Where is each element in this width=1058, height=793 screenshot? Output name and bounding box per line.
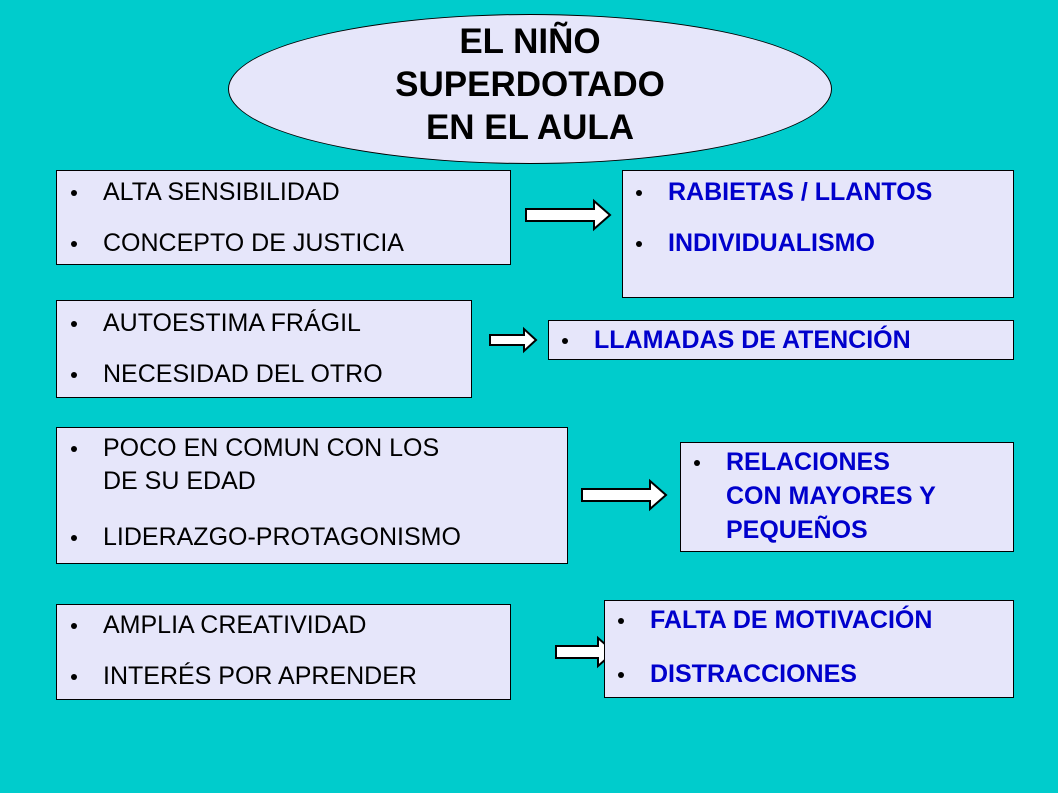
trait-text: NECESIDAD DEL OTRO [103,360,383,388]
result-box-4 [604,600,1014,698]
trait-text-line: DE SU EDAD [103,467,256,495]
trait-box-3 [56,427,568,564]
result-text: RABIETAS / LLANTOS [668,178,933,206]
trait-item: NECESIDAD DEL OTRO [71,360,383,389]
result-item: RELACIONES [694,448,890,477]
bullet-dot-icon [71,190,77,196]
bullet-dot-icon [636,241,642,247]
trait-text: AMPLIA CREATIVIDAD [103,611,367,639]
result-text: INDIVIDUALISMO [668,229,875,257]
result-text: LLAMADAS DE ATENCIÓN [594,326,911,354]
result-item: DISTRACCIONES [618,660,857,689]
result-item-continuation: CON MAYORES Y [726,482,936,511]
result-box-3 [680,442,1014,552]
trait-text-line: POCO EN COMUN CON LOS [103,434,440,462]
result-text: FALTA DE MOTIVACIÓN [650,606,933,634]
trait-item: CONCEPTO DE JUSTICIA [71,229,404,258]
result-item: INDIVIDUALISMO [636,229,875,258]
result-item: FALTA DE MOTIVACIÓN [618,606,933,635]
result-text: DISTRACCIONES [650,660,857,688]
bullet-dot-icon [636,190,642,196]
trait-box-2 [56,300,472,398]
title-ellipse [228,14,832,164]
title-line-1: EL NIÑO [459,22,601,61]
double-arrow-icon [581,478,668,512]
bullet-dot-icon [618,618,624,624]
bullet-dot-icon [71,446,77,452]
trait-text: LIDERAZGO-PROTAGONISMO [103,523,461,551]
trait-item-continuation: DE SU EDAD [103,467,256,496]
trait-text: INTERÉS POR APRENDER [103,662,417,690]
bullet-dot-icon [71,321,77,327]
page-title: EL NIÑO SUPERDOTADO EN EL AULA [228,20,832,149]
result-box-1 [622,170,1014,298]
trait-item: POCO EN COMUN CON LOS [71,434,440,463]
double-arrow-icon [489,326,538,354]
trait-text: CONCEPTO DE JUSTICIA [103,229,404,257]
result-item: RABIETAS / LLANTOS [636,178,933,207]
result-item: LLAMADAS DE ATENCIÓN [562,326,911,355]
trait-box-4 [56,604,511,700]
title-line-2: SUPERDOTADO [395,65,665,104]
title-line-3: EN EL AULA [425,108,635,147]
trait-item: INTERÉS POR APRENDER [71,662,417,691]
result-text-line: CON MAYORES Y [726,482,936,510]
bullet-dot-icon [71,241,77,247]
trait-text: ALTA SENSIBILIDAD [103,178,340,206]
trait-item: ALTA SENSIBILIDAD [71,178,340,207]
double-arrow-icon [525,198,612,232]
result-item-continuation: PEQUEÑOS [726,516,868,545]
bullet-dot-icon [71,372,77,378]
result-box-2 [548,320,1014,360]
bullet-dot-icon [618,672,624,678]
bullet-dot-icon [71,623,77,629]
bullet-dot-icon [71,674,77,680]
result-text-line: PEQUEÑOS [726,516,868,544]
result-text-line: RELACIONES [726,448,890,476]
trait-item: AUTOESTIMA FRÁGIL [71,309,361,338]
trait-box-1 [56,170,511,265]
bullet-dot-icon [71,535,77,541]
trait-item: AMPLIA CREATIVIDAD [71,611,367,640]
bullet-dot-icon [562,338,568,344]
trait-item: LIDERAZGO-PROTAGONISMO [71,523,461,552]
bullet-dot-icon [694,460,700,466]
trait-text: AUTOESTIMA FRÁGIL [103,309,361,337]
